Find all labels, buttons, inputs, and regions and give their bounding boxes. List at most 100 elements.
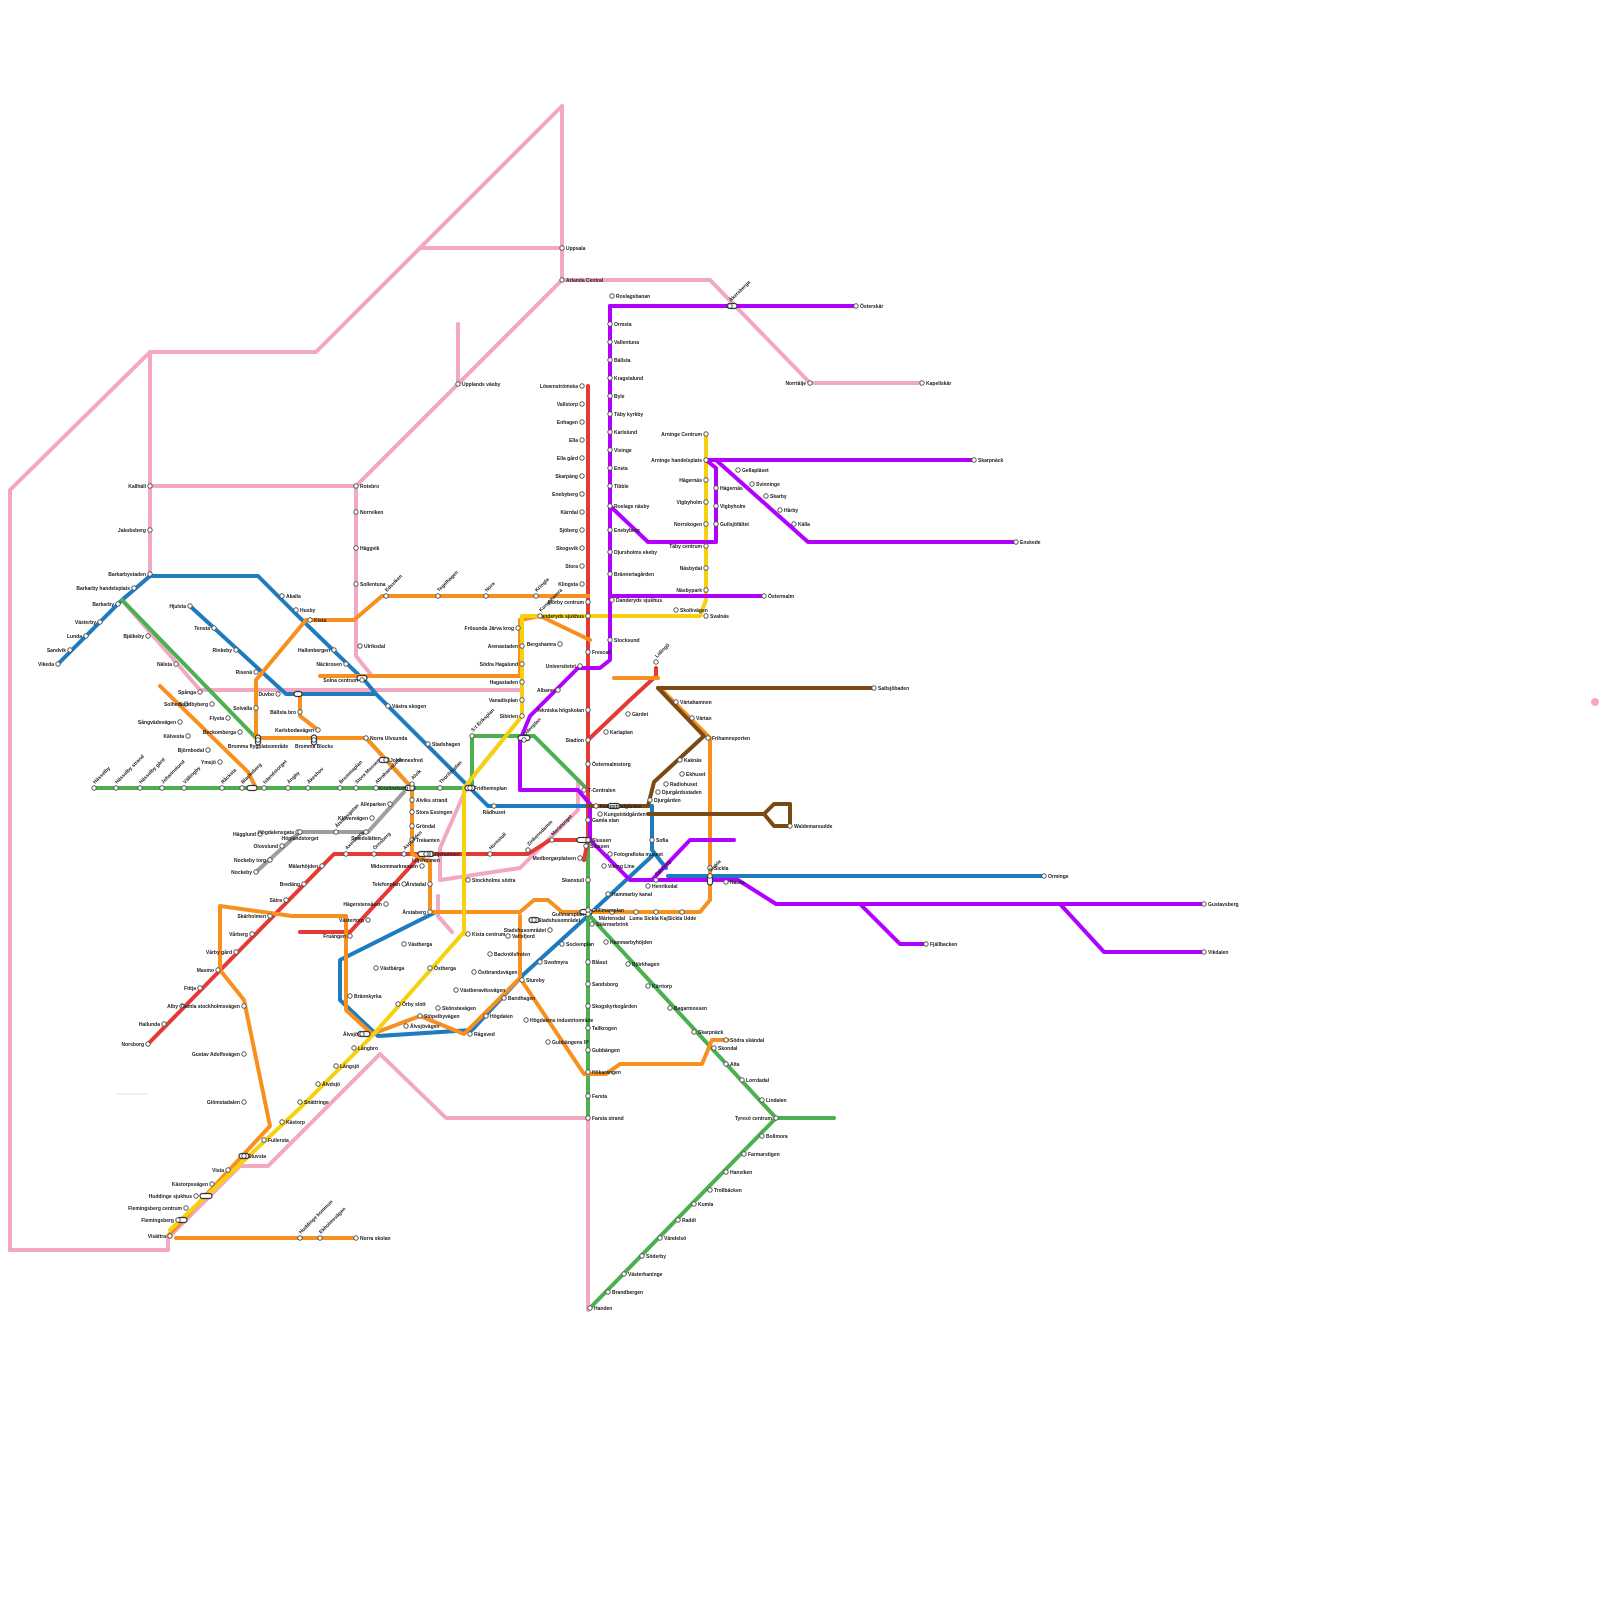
station-marker[interactable] bbox=[577, 855, 583, 861]
station[interactable]: Sandsborg bbox=[585, 981, 618, 988]
station-marker[interactable] bbox=[739, 1077, 745, 1083]
station[interactable]: Rådhuset bbox=[483, 803, 506, 816]
station-marker[interactable] bbox=[359, 1031, 365, 1037]
station-marker[interactable] bbox=[255, 737, 261, 743]
station[interactable]: Skönstavägen bbox=[435, 1005, 476, 1012]
station[interactable]: Skarpnäck bbox=[691, 1029, 724, 1036]
station[interactable]: Alta bbox=[723, 1061, 740, 1068]
station[interactable]: Gärdet bbox=[625, 711, 649, 718]
station[interactable]: Tibble bbox=[607, 483, 629, 490]
station[interactable]: Östermalm bbox=[761, 593, 795, 600]
station-marker[interactable] bbox=[97, 619, 103, 625]
station-marker[interactable] bbox=[621, 1271, 627, 1277]
station-marker[interactable] bbox=[519, 713, 525, 719]
station-marker[interactable] bbox=[603, 939, 609, 945]
station-marker[interactable] bbox=[585, 737, 591, 743]
station[interactable]: Karlsbodavägen bbox=[275, 727, 321, 734]
station-marker[interactable] bbox=[465, 931, 471, 937]
station-marker[interactable] bbox=[703, 477, 709, 483]
station[interactable]: Radiohuset bbox=[663, 781, 698, 788]
station-marker[interactable] bbox=[301, 881, 307, 887]
station-marker[interactable] bbox=[145, 1041, 151, 1047]
station-marker[interactable] bbox=[225, 715, 231, 721]
station[interactable]: Skarby bbox=[763, 493, 787, 500]
station[interactable]: Karlaplan bbox=[603, 729, 633, 736]
station-marker[interactable] bbox=[727, 303, 733, 309]
station-marker[interactable] bbox=[373, 965, 379, 971]
station-marker[interactable] bbox=[371, 851, 377, 857]
station-marker[interactable] bbox=[427, 909, 433, 915]
station-marker[interactable] bbox=[703, 565, 709, 571]
station-marker[interactable] bbox=[675, 1217, 681, 1223]
station-marker[interactable] bbox=[137, 785, 143, 791]
station-marker[interactable] bbox=[761, 593, 767, 599]
station-marker[interactable] bbox=[219, 785, 225, 791]
station-marker[interactable] bbox=[353, 785, 359, 791]
station-marker[interactable] bbox=[205, 747, 211, 753]
station-marker[interactable] bbox=[395, 1001, 401, 1007]
station-marker[interactable] bbox=[183, 701, 189, 707]
station[interactable]: Johannesfred bbox=[383, 757, 423, 764]
station-marker[interactable] bbox=[181, 785, 187, 791]
station[interactable]: Rinkeby bbox=[213, 647, 239, 654]
station-marker[interactable] bbox=[437, 785, 443, 791]
station[interactable]: Danderyds sjukhus bbox=[538, 613, 591, 620]
station[interactable]: Djursholms ekeby bbox=[607, 549, 657, 556]
station[interactable]: Kungsträdgården bbox=[597, 811, 646, 818]
station-marker[interactable] bbox=[519, 643, 525, 649]
station[interactable]: Duvbo bbox=[258, 691, 281, 698]
station[interactable]: Vallentuna bbox=[607, 339, 639, 346]
station-marker[interactable] bbox=[545, 1039, 551, 1045]
station-marker[interactable] bbox=[261, 785, 267, 791]
station[interactable]: Björkhagen bbox=[625, 961, 660, 968]
station-marker[interactable] bbox=[159, 785, 165, 791]
station-marker[interactable] bbox=[167, 1233, 173, 1239]
station-marker[interactable] bbox=[353, 483, 359, 489]
station-marker[interactable] bbox=[113, 785, 119, 791]
station-marker[interactable] bbox=[365, 917, 371, 923]
station-marker[interactable] bbox=[707, 873, 713, 879]
station[interactable]: Kärrtorp bbox=[645, 983, 672, 990]
station[interactable]: Spånga bbox=[178, 689, 203, 696]
station[interactable]: Västerby bbox=[75, 619, 103, 626]
station-marker[interactable] bbox=[585, 817, 591, 823]
station-marker[interactable] bbox=[607, 637, 613, 643]
station-marker[interactable] bbox=[217, 759, 223, 765]
station-marker[interactable] bbox=[607, 483, 613, 489]
station-marker[interactable] bbox=[625, 961, 631, 967]
station[interactable]: Sandvik bbox=[47, 647, 73, 654]
station[interactable]: Slussen bbox=[583, 843, 609, 850]
station-marker[interactable] bbox=[257, 831, 263, 837]
station-marker[interactable] bbox=[579, 509, 585, 515]
station[interactable]: Trekanten bbox=[409, 837, 440, 844]
station-marker[interactable] bbox=[639, 1253, 645, 1259]
station-marker[interactable] bbox=[537, 613, 543, 619]
station-marker[interactable] bbox=[707, 865, 713, 871]
station[interactable]: Täby kyrkby bbox=[607, 411, 644, 418]
station-marker[interactable] bbox=[233, 949, 239, 955]
station-marker[interactable] bbox=[723, 879, 729, 885]
station[interactable]: Ekhuset bbox=[679, 771, 706, 778]
station-marker[interactable] bbox=[177, 719, 183, 725]
station-marker[interactable] bbox=[215, 967, 221, 973]
station-marker[interactable] bbox=[607, 549, 613, 555]
station[interactable]: Luma bbox=[629, 909, 643, 922]
station-marker[interactable] bbox=[401, 881, 407, 887]
station[interactable]: Stöpelbyvägen bbox=[417, 1013, 460, 1020]
station[interactable]: Lunda bbox=[67, 633, 89, 640]
station-marker[interactable] bbox=[919, 380, 925, 386]
station-marker[interactable] bbox=[549, 837, 555, 843]
station-marker[interactable] bbox=[331, 647, 337, 653]
station[interactable]: Skarpnäck bbox=[971, 457, 1004, 464]
station[interactable]: Hammarbyhöjden bbox=[603, 939, 652, 946]
station[interactable]: Waldemarsudde bbox=[787, 823, 833, 830]
station[interactable]: Midsommarkransen bbox=[371, 863, 425, 870]
station-marker[interactable] bbox=[607, 393, 613, 399]
station[interactable]: Arninge handelsplats bbox=[651, 457, 709, 464]
station[interactable]: Enskede bbox=[1013, 539, 1041, 546]
station-marker[interactable] bbox=[187, 603, 193, 609]
station-marker[interactable] bbox=[705, 735, 711, 741]
station[interactable]: Klingsta bbox=[558, 581, 585, 588]
station[interactable]: Hårby bbox=[777, 507, 799, 514]
station-marker[interactable] bbox=[253, 669, 259, 675]
